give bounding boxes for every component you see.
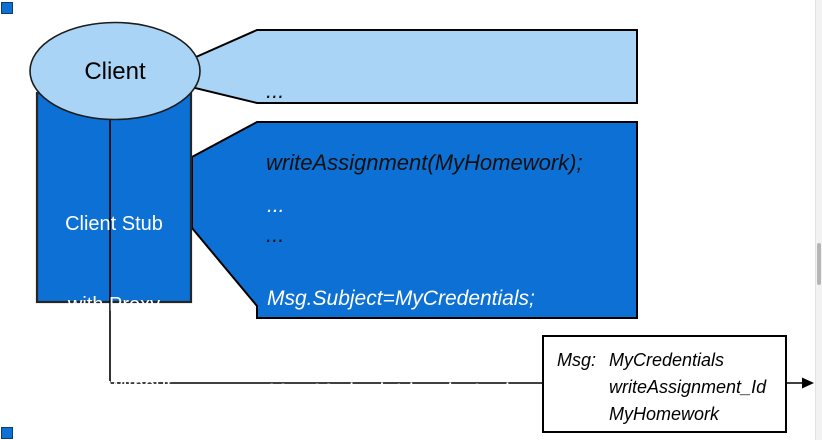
client-stub-label-line: (here without [56, 375, 172, 397]
message-box-label: Msg: [557, 350, 597, 370]
arrow-head-icon [802, 377, 814, 389]
selection-handle-bottom-left[interactable] [1, 427, 13, 439]
code-line: writeAssignment(MyHomework); [266, 150, 583, 175]
code-line: Msg.Method_Id=writeAssignment_Id; [267, 380, 614, 403]
client-ellipse [29, 21, 201, 121]
scrollbar-thumb[interactable] [817, 243, 821, 285]
code-line: ... [266, 222, 285, 247]
client-stub-label-line: with Proxy [67, 294, 161, 316]
client-node-label: Client [84, 58, 146, 85]
stub-code-callout-shape [191, 121, 638, 319]
code-line: ... [266, 78, 285, 103]
message-box-value: writeAssignment_Id [609, 377, 767, 397]
client-stub-label-line: Client Stub [65, 213, 163, 235]
connector-line [109, 104, 542, 384]
stub-code-callout-text: ... Msg.Subject=MyCredentials; Msg.Metho… [267, 128, 613, 440]
code-line: Msg.Subject=MyCredentials; [267, 287, 535, 310]
message-box-values: MyCredentials writeAssignment_Id MyHomew… [609, 347, 766, 428]
code-line: ... [267, 194, 285, 217]
scrollbar-track[interactable] [815, 0, 822, 440]
message-box-value: MyCredentials [609, 350, 725, 370]
client-code-callout-text: ... writeAssignment(MyHomework); ... [266, 31, 583, 295]
selection-handle-top-left[interactable] [1, 2, 13, 14]
client-stub-box [35, 91, 193, 304]
message-box: Msg: MyCredentials writeAssignment_Id My… [542, 335, 787, 433]
client-stub-label: Client Stub with Proxy (here without PEP… [37, 157, 191, 440]
message-box-value: MyHomework [609, 404, 720, 424]
